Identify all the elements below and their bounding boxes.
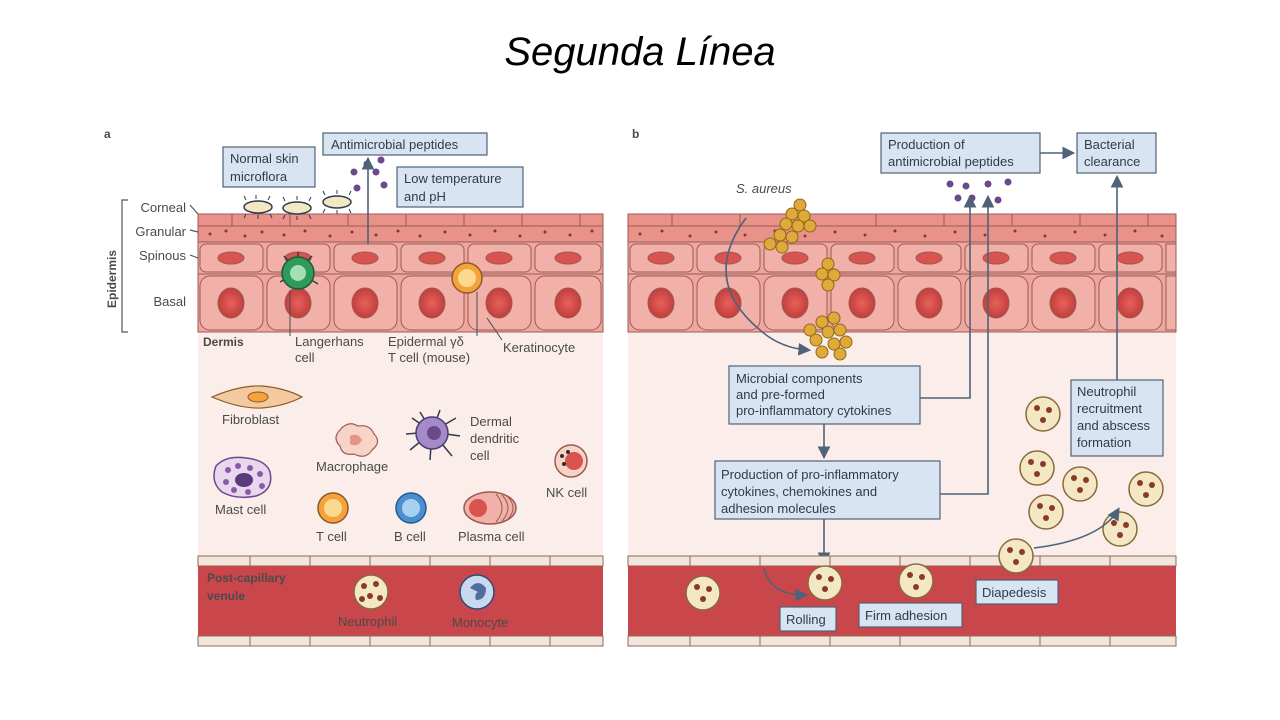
microflora-bacteria — [243, 190, 352, 220]
svg-text:Neutrophil: Neutrophil — [1077, 384, 1136, 399]
svg-text:Spinous: Spinous — [139, 248, 186, 263]
mast-cell-label: Mast cell — [215, 502, 266, 517]
monocyte — [459, 574, 495, 610]
langerhans-cell — [279, 252, 319, 290]
box-diapedesis: Diapedesis — [975, 579, 1059, 605]
svg-text:Granular: Granular — [135, 224, 186, 239]
svg-text:Epidermis: Epidermis — [105, 250, 119, 308]
svg-text:and pre-formed: and pre-formed — [736, 387, 825, 402]
plasma-cell-label: Plasma cell — [458, 529, 525, 544]
slide-title: Segunda Línea — [504, 30, 776, 74]
langerhans-label-2: cell — [295, 350, 315, 365]
dermal-dc-label-1: Dermal — [470, 414, 512, 429]
dermal-dendritic-cell — [405, 409, 461, 461]
fibroblast — [210, 385, 304, 409]
svg-text:clearance: clearance — [1084, 154, 1140, 169]
panel-a: a — [104, 127, 604, 647]
vessel-neutrophils — [685, 538, 1034, 611]
svg-text:and pH: and pH — [404, 189, 446, 204]
box-production-amp: Production of antimicrobial peptides — [880, 132, 1041, 174]
b-cell-label: B cell — [394, 529, 426, 544]
svg-text:Firm adhesion: Firm adhesion — [865, 608, 947, 623]
s-aureus-label: S. aureus — [736, 181, 792, 196]
venule-a — [197, 555, 604, 647]
layer-labels: Corneal Granular Spinous Basal Epidermis — [105, 199, 199, 333]
svg-text:microflora: microflora — [230, 169, 288, 184]
svg-text:cytokines, chemokines and: cytokines, chemokines and — [721, 484, 877, 499]
t-cell-label: T cell — [316, 529, 347, 544]
neutrophil-label: Neutrophil — [338, 614, 397, 629]
box-rolling: Rolling — [779, 606, 837, 632]
svg-text:Bacterial: Bacterial — [1084, 137, 1135, 152]
svg-text:Corneal: Corneal — [140, 200, 186, 215]
box-production-proinflammatory: Production of pro-inflammatory cytokines… — [714, 460, 941, 520]
arrow-microbial-to-amp — [920, 194, 977, 399]
granular-layer — [197, 225, 604, 243]
svg-text:Normal skin: Normal skin — [230, 151, 299, 166]
dermis-region — [198, 330, 603, 558]
svg-text:Basal: Basal — [153, 294, 186, 309]
mast-cell — [213, 456, 272, 499]
nk-cell-label: NK cell — [546, 485, 587, 500]
basal-layer — [197, 273, 604, 333]
panel-b-letter: b — [632, 127, 639, 141]
box-firm-adhesion: Firm adhesion — [858, 602, 963, 628]
svg-text:Low temperature: Low temperature — [404, 171, 502, 186]
venule-label-1: Post-capillary — [207, 571, 286, 585]
arrow-rolling — [763, 567, 809, 602]
fibroblast-label: Fibroblast — [222, 412, 279, 427]
svg-text:Rolling: Rolling — [786, 612, 826, 627]
t-cell — [317, 492, 349, 524]
granular-layer-b — [627, 225, 1177, 243]
dermal-dc-label-2: dendritic — [470, 431, 520, 446]
svg-text:formation: formation — [1077, 435, 1131, 450]
arrow-proinf-to-amp — [940, 194, 995, 495]
keratinocyte-label: Keratinocyte — [503, 340, 575, 355]
nk-cell — [554, 444, 588, 478]
macrophage — [335, 423, 379, 457]
panel-a-letter: a — [104, 127, 111, 141]
b-cell — [395, 492, 427, 524]
amp-dots-b — [946, 178, 1012, 204]
spinous-layer-b — [627, 241, 1177, 275]
svg-text:adhesion molecules: adhesion molecules — [721, 501, 836, 516]
svg-text:antimicrobial peptides: antimicrobial peptides — [888, 154, 1014, 169]
svg-text:Production of pro-inflammatory: Production of pro-inflammatory — [721, 467, 899, 482]
epidermal-label-1: Epidermal γδ — [388, 334, 464, 349]
spinous-layer — [197, 241, 604, 275]
neutrophil-a — [353, 574, 389, 610]
langerhans-label-1: Langerhans — [295, 334, 364, 349]
svg-text:Microbial components: Microbial components — [736, 371, 863, 386]
s-aureus-bacteria — [763, 198, 853, 361]
svg-text:recruitment: recruitment — [1077, 401, 1142, 416]
antimicrobial-peptide-dots — [350, 156, 388, 192]
arrow-diapedesis — [1033, 507, 1120, 549]
svg-text:and abscess: and abscess — [1077, 418, 1150, 433]
box-low-temperature-ph: Low temperature and pH — [396, 166, 524, 208]
box-antimicrobial-peptides: Antimicrobial peptides — [322, 132, 488, 156]
abscess-neutrophils — [1019, 396, 1164, 547]
dermis-label: Dermis — [203, 335, 244, 349]
box-bacterial-clearance: Bacterial clearance — [1076, 132, 1157, 174]
corneal-layer — [197, 213, 604, 227]
box-microbial-components: Microbial components and pre-formed pro-… — [728, 365, 921, 425]
monocyte-label: Monocyte — [452, 615, 508, 630]
basal-layer-b — [627, 273, 1177, 333]
svg-text:pro-inflammatory cytokines: pro-inflammatory cytokines — [736, 403, 892, 418]
plasma-cell — [463, 491, 517, 525]
svg-text:Diapedesis: Diapedesis — [982, 585, 1047, 600]
epidermal-gd-t-cell — [451, 262, 483, 294]
svg-text:Antimicrobial peptides: Antimicrobial peptides — [331, 137, 459, 152]
macrophage-label: Macrophage — [316, 459, 388, 474]
corneal-layer-b — [627, 213, 1177, 227]
box-neutrophil-recruitment: Neutrophil recruitment and abscess forma… — [1070, 379, 1164, 457]
arrow-saureus-invasion — [725, 217, 812, 356]
panel-b: b — [627, 127, 1177, 647]
epidermal-label-2: T cell (mouse) — [388, 350, 470, 365]
venule-label-2: venule — [207, 589, 245, 603]
dermal-dc-label-3: cell — [470, 448, 490, 463]
box-normal-skin-microflora: Normal skin microflora — [222, 146, 316, 188]
svg-text:Production of: Production of — [888, 137, 965, 152]
